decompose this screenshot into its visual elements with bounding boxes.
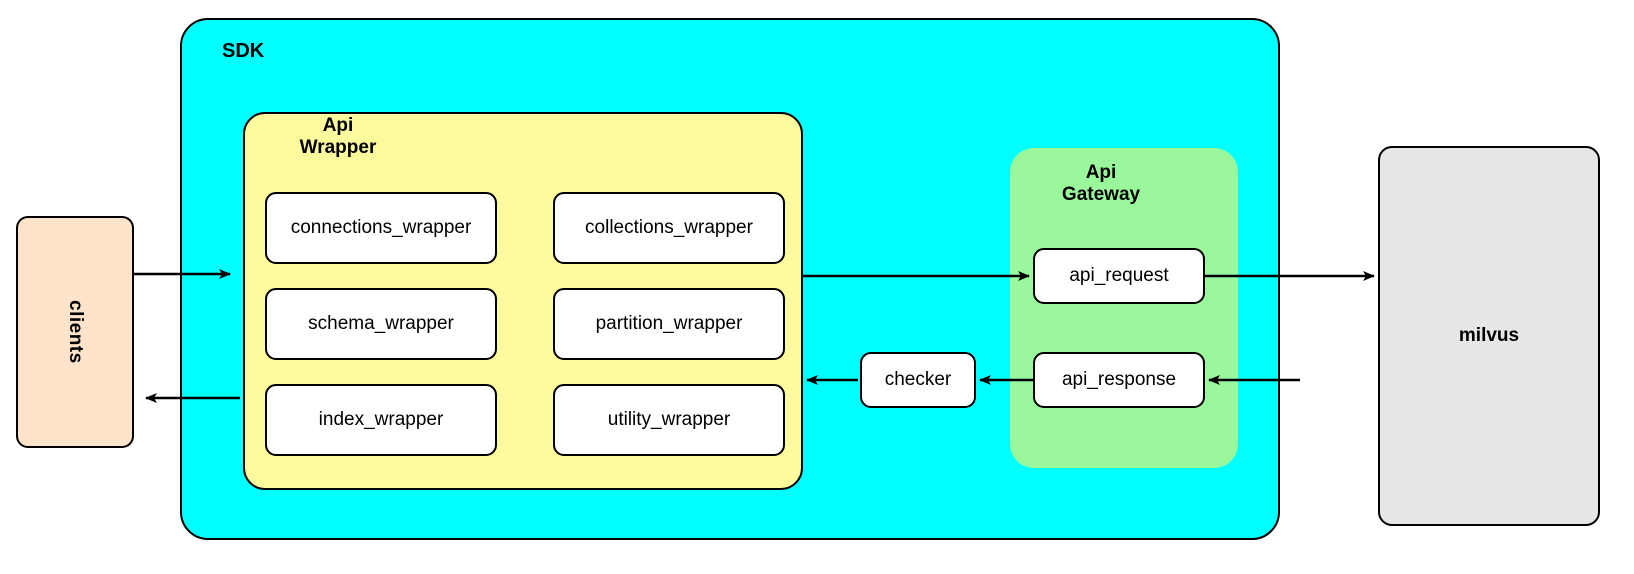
- node-partition-wrapper[interactable]: partition_wrapper: [553, 288, 785, 360]
- node-collections-wrapper[interactable]: collections_wrapper: [553, 192, 785, 264]
- node-index-wrapper[interactable]: index_wrapper: [265, 384, 497, 456]
- clients-label: clients: [65, 300, 86, 364]
- node-api-request[interactable]: api_request: [1033, 248, 1205, 304]
- node-clients[interactable]: clients: [16, 216, 134, 448]
- node-api-response[interactable]: api_response: [1033, 352, 1205, 408]
- node-milvus[interactable]: milvus: [1378, 146, 1600, 526]
- api-gateway-label-line2: Gateway: [1061, 184, 1141, 206]
- node-schema-wrapper[interactable]: schema_wrapper: [265, 288, 497, 360]
- api-wrapper-label: Api Wrapper: [258, 115, 418, 160]
- api-wrapper-label-line1: Api: [322, 115, 354, 136]
- api-gateway-label-line1: Api: [1085, 162, 1117, 183]
- node-connections-wrapper[interactable]: connections_wrapper: [265, 192, 497, 264]
- sdk-label: SDK: [222, 40, 265, 62]
- api-gateway-container: [1010, 148, 1238, 468]
- api-wrapper-label-line2: Wrapper: [299, 137, 377, 159]
- node-utility-wrapper[interactable]: utility_wrapper: [553, 384, 785, 456]
- api-gateway-label: Api Gateway: [1026, 162, 1176, 207]
- node-checker[interactable]: checker: [860, 352, 976, 408]
